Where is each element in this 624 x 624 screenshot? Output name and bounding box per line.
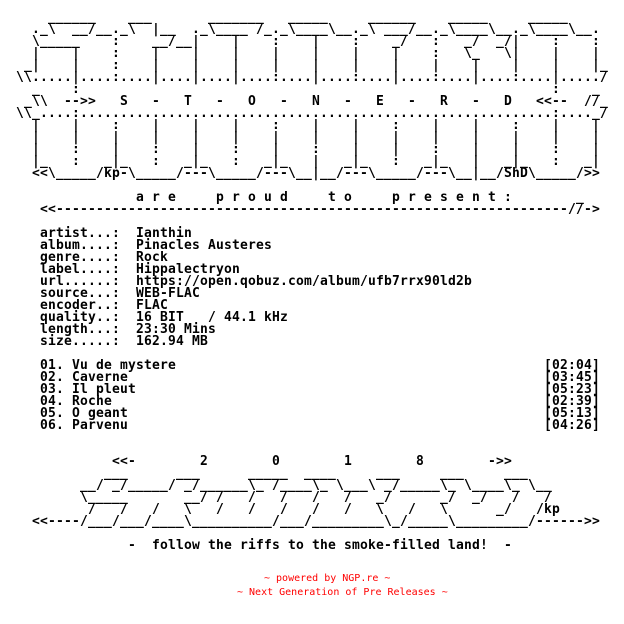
- track-title: 05. O geant: [40, 406, 129, 421]
- art-line: \\.....|....:....|....|....|....:....|..…: [0, 70, 609, 85]
- art-line: \\_....:................................…: [0, 106, 609, 121]
- art-line: | : | : | : | : | | : | | : |: [0, 142, 601, 157]
- info-value: Ianthin: [136, 226, 193, 241]
- track-row: 05. O geant [05:13]: [0, 406, 624, 421]
- info-label: label....:: [40, 262, 121, 277]
- track-time: [02:39]: [544, 394, 601, 409]
- info-label: length...:: [40, 322, 121, 337]
- spacer: [0, 432, 624, 444]
- track-time: [04:26]: [544, 418, 601, 433]
- art-line: | | | | | | | | | | | | | | |: [0, 130, 601, 145]
- info-label: source...:: [40, 286, 121, 301]
- track-time: [02:04]: [544, 358, 601, 373]
- info-label-row: label....: Hippalectryon: [0, 262, 624, 277]
- footer-ngp-slogan: ~ Next Generation of Pre Releases ~: [237, 587, 448, 598]
- footer-powered-by: ~ powered by NGP.re ~: [264, 573, 391, 584]
- art-line: <<----/___/___/____\__________/___/_____…: [0, 514, 601, 529]
- info-length: length...: 23:30 Mins: [0, 322, 624, 337]
- info-genre: genre....: Rock: [0, 250, 624, 265]
- track-row: 02. Caverne [03:45]: [0, 370, 624, 385]
- info-artist: artist...: Ianthin: [0, 226, 624, 241]
- art-line: ______ ___ _______ _____ ______ _____ __…: [0, 10, 569, 25]
- presents-line: a r e p r o u d t o p r e s e n t : _: [0, 190, 585, 205]
- art-line: / / / \ / / / / / \ / \ _/ /kp: [0, 502, 561, 517]
- year-line: <<- 2 0 1 8 ->>: [0, 454, 513, 469]
- tracklist: 01. Vu de mystere [02:04] 02. Caverne [03:…: [0, 358, 624, 433]
- art-line: ___ ___ _____ ____ ___ ___ ___: [0, 466, 529, 481]
- art-line: ._\ __/__._\ |__ ._\____ /_._\____\__._\…: [0, 22, 601, 37]
- info-size: size.....: 162.94 MB: [0, 334, 624, 349]
- track-title: 03. Il pleut: [40, 382, 137, 397]
- art-line: __/ _/_____/ _/______\_ /____\_ \___\ _/…: [0, 478, 553, 493]
- info-label: artist...:: [40, 226, 121, 241]
- art-line: |_ : _|_ : _|_ : _|_ | _|_ : _|_ | _|_ :…: [0, 154, 601, 169]
- info-label: url......:: [40, 274, 121, 289]
- track-time: [03:45]: [544, 370, 601, 385]
- info-value: Pinacles Austeres: [136, 238, 273, 253]
- track-title: 02. Caverne: [40, 370, 129, 385]
- track-title: 06. Parvenu: [40, 418, 129, 433]
- info-value: FLAC: [136, 298, 169, 313]
- info-label: quality..:: [40, 310, 121, 325]
- art-title-line: _\\ -->> S - T - O - N - E - R - D <<-- …: [0, 94, 609, 109]
- track-title: 01. Vu de mystere: [40, 358, 177, 373]
- tagline: - follow the riffs to the smoke-filled l…: [0, 538, 513, 553]
- info-album: album....: Pinacles Austeres: [0, 238, 624, 253]
- info-value: 16 BIT / 44.1 kHz: [136, 310, 289, 325]
- stonerd-logo-art: ______ ___ _______ _____ ______ _____ __…: [0, 0, 624, 180]
- year-logo-art: <<- 2 0 1 8 ->> ___ ___ _____ ____ ___ _…: [0, 454, 624, 529]
- presents-divider: <<--------------------------------------…: [0, 202, 601, 217]
- info-source: source...: WEB-FLAC: [0, 286, 624, 301]
- track-title: 04. Roche: [40, 394, 113, 409]
- info-label: size.....:: [40, 334, 121, 349]
- art-line: | | : | | | | | | | : \_ \| | |: [0, 46, 601, 61]
- info-label: album....:: [40, 238, 121, 253]
- art-line: _ : : _: [0, 82, 601, 97]
- release-info: artist...: Ianthin album....: Pinacles Aus…: [0, 226, 624, 349]
- info-quality: quality..: 16 BIT / 44.1 kHz: [0, 310, 624, 325]
- track-time: [05:13]: [544, 406, 601, 421]
- info-url: url......: https://open.qobuz.com/album/u…: [0, 274, 624, 289]
- info-value: 23:30 Mins: [136, 322, 217, 337]
- info-value: Hippalectryon: [136, 262, 241, 277]
- track-row: 06. Parvenu [04:26]: [0, 418, 624, 433]
- info-value: 162.94 MB: [136, 334, 209, 349]
- nfo-document: ______ ___ _______ _____ ______ _____ __…: [0, 0, 624, 553]
- info-value: WEB-FLAC: [136, 286, 201, 301]
- track-time: [05:23]: [544, 382, 601, 397]
- track-row: 01. Vu de mystere [02:04]: [0, 358, 624, 373]
- art-line: \_____ : __/__| | : | : _/ : _/ _/| : :: [0, 34, 601, 49]
- art-line: \_____ __/ / / / / / _/ _/ _/ / /: [0, 490, 553, 505]
- info-label: encoder..:: [40, 298, 121, 313]
- info-value: https://open.qobuz.com/album/ufb7rrx90ld…: [136, 274, 473, 289]
- art-line: <<\_____/kp-\_____/---\_____/---\__|__/-…: [0, 166, 601, 181]
- info-encoder: encoder..: FLAC: [0, 298, 624, 313]
- track-row: 03. Il pleut [05:23]: [0, 382, 624, 397]
- track-row: 04. Roche [02:39]: [0, 394, 624, 409]
- info-label: genre....:: [40, 250, 121, 265]
- art-line: | | : | | | : | | : | | : | |: [0, 118, 601, 133]
- info-value: Rock: [136, 250, 169, 265]
- art-line: _| | : | | | | | | | | | | | |_: [0, 58, 609, 73]
